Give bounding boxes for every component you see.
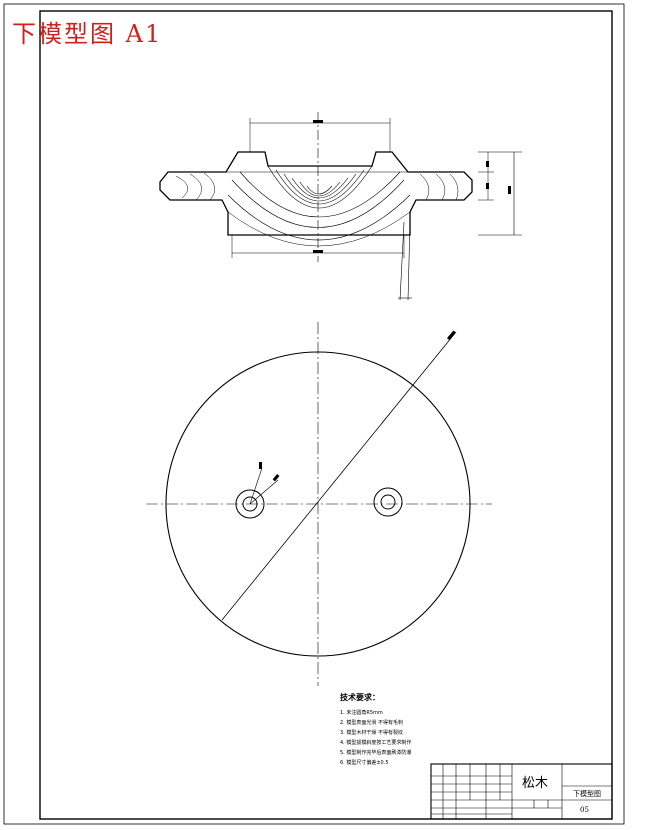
note-line: 2. 模型表面光滑 不得有毛刺 (340, 720, 403, 726)
notes-heading: 技术要求： (340, 693, 380, 702)
title-block-drawing-number: 05 (580, 806, 589, 814)
note-line: 1. 未注圆角R5mm (340, 710, 383, 716)
right-hole-outer (373, 487, 403, 517)
technical-notes: 技术要求： 1. 未注圆角R5mm 2. 模型表面光滑 不得有毛刺 3. 模型木… (340, 692, 490, 768)
right-hole-inner (380, 494, 396, 510)
note-line: 5. 模型制作完毕后表面刷漆防潮 (340, 750, 412, 756)
drawing-title: 下模型图 A1 (12, 20, 163, 48)
inner-frame (39, 10, 613, 820)
left-hole-outer (235, 489, 265, 519)
note-line: 3. 模型木材干燥 不得有裂纹 (340, 730, 403, 736)
note-line: 4. 模型拔模斜度按工艺要求制作 (340, 740, 412, 746)
section-view (159, 112, 522, 301)
note-line: 6. 模型尺寸偏差±0.5 (340, 760, 389, 766)
left-hole-inner (242, 496, 258, 512)
outer-frame (3, 3, 625, 825)
title-block-drawing-name: 下模型图 (573, 790, 601, 798)
title-block (430, 763, 613, 820)
plan-view (146, 322, 492, 686)
title-block-material: 松木 (522, 776, 549, 791)
